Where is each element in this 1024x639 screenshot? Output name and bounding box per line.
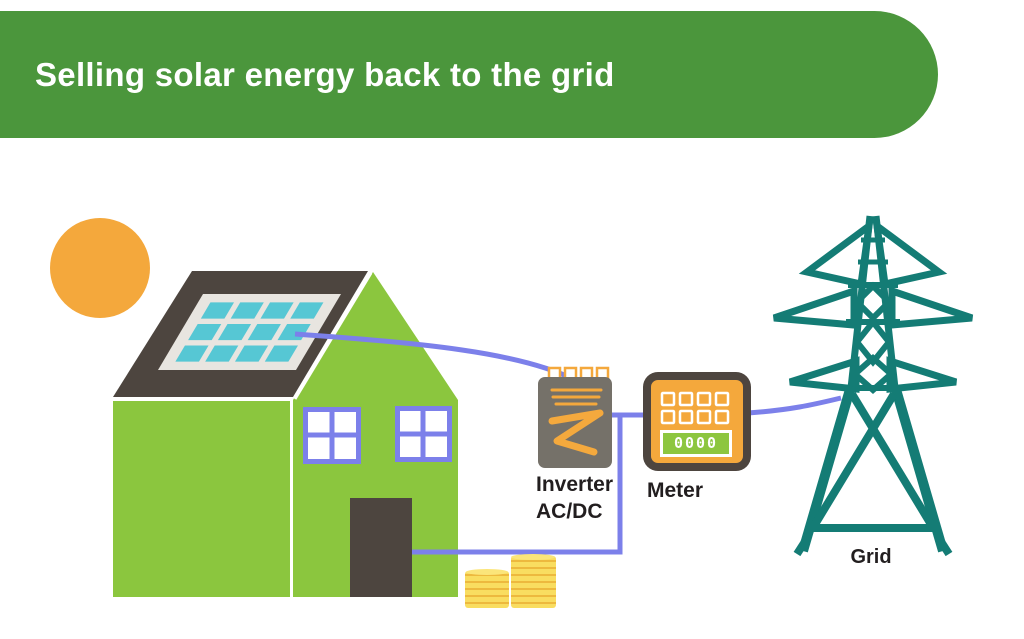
tower-arm: [872, 218, 948, 289]
door-icon: [350, 498, 412, 597]
tower-arm: [886, 356, 958, 393]
grid-label: Grid: [850, 546, 892, 568]
tower-foot: [936, 537, 953, 557]
coin-stack: [465, 571, 509, 608]
inverter-label: Inverter AC/DC: [536, 471, 613, 525]
meter-button: [660, 391, 676, 407]
inverter-label-line1: Inverter: [536, 473, 614, 496]
tower-brace: [848, 391, 936, 529]
header-banner: Selling solar energy back to the grid: [0, 11, 938, 138]
meter-label: Meter: [647, 479, 704, 502]
tower-arm: [788, 356, 860, 393]
inverter-label-line2: AC/DC: [536, 500, 603, 523]
lightning-bolt-icon: [548, 409, 604, 456]
meter-display: 0000: [660, 430, 732, 457]
tower-arm: [798, 218, 874, 289]
meter-buttons: [660, 391, 730, 425]
sun-icon: [50, 218, 150, 318]
wire-meter-to-grid: [747, 395, 842, 416]
solar-cell: [247, 323, 281, 341]
wire-house-to-meter: [410, 413, 623, 555]
solar-cell: [290, 302, 324, 319]
house-side-wall: [113, 401, 290, 597]
coin-stack: [511, 556, 556, 608]
transmission-tower-icon: [772, 215, 974, 557]
inverter-vents: [550, 388, 603, 406]
solar-cells: [175, 302, 324, 362]
solar-cell: [200, 302, 235, 319]
solar-cell: [264, 345, 298, 362]
inverter-icon: [538, 366, 612, 468]
solar-cell: [234, 345, 269, 362]
house-icon: [113, 271, 458, 597]
solar-cell: [205, 345, 239, 362]
meter-button: [678, 409, 694, 425]
window-icon: [395, 406, 452, 462]
meter-button: [696, 391, 712, 407]
solar-cell: [260, 302, 294, 319]
house-front-gable: [293, 272, 458, 597]
meter-button: [696, 409, 712, 425]
solar-cell: [188, 323, 222, 341]
tower-arm: [888, 286, 974, 329]
coin-stacks-icon: [465, 554, 556, 608]
tower-brace: [810, 391, 898, 529]
solar-cell: [230, 302, 264, 319]
solar-cell: [217, 323, 252, 341]
solar-cell: [175, 345, 209, 362]
tower-arm: [772, 286, 858, 329]
coin-top: [466, 569, 508, 575]
window-icon: [303, 407, 361, 464]
meter-button: [714, 391, 730, 407]
page-title: Selling solar energy back to the grid: [35, 55, 615, 93]
meter-button: [660, 409, 676, 425]
meter-button: [678, 391, 694, 407]
tower-foot: [793, 537, 810, 557]
inverter-body: [538, 377, 612, 468]
meter-button: [714, 409, 730, 425]
coin-top: [511, 554, 555, 560]
solar-panel-icon: [158, 294, 341, 370]
